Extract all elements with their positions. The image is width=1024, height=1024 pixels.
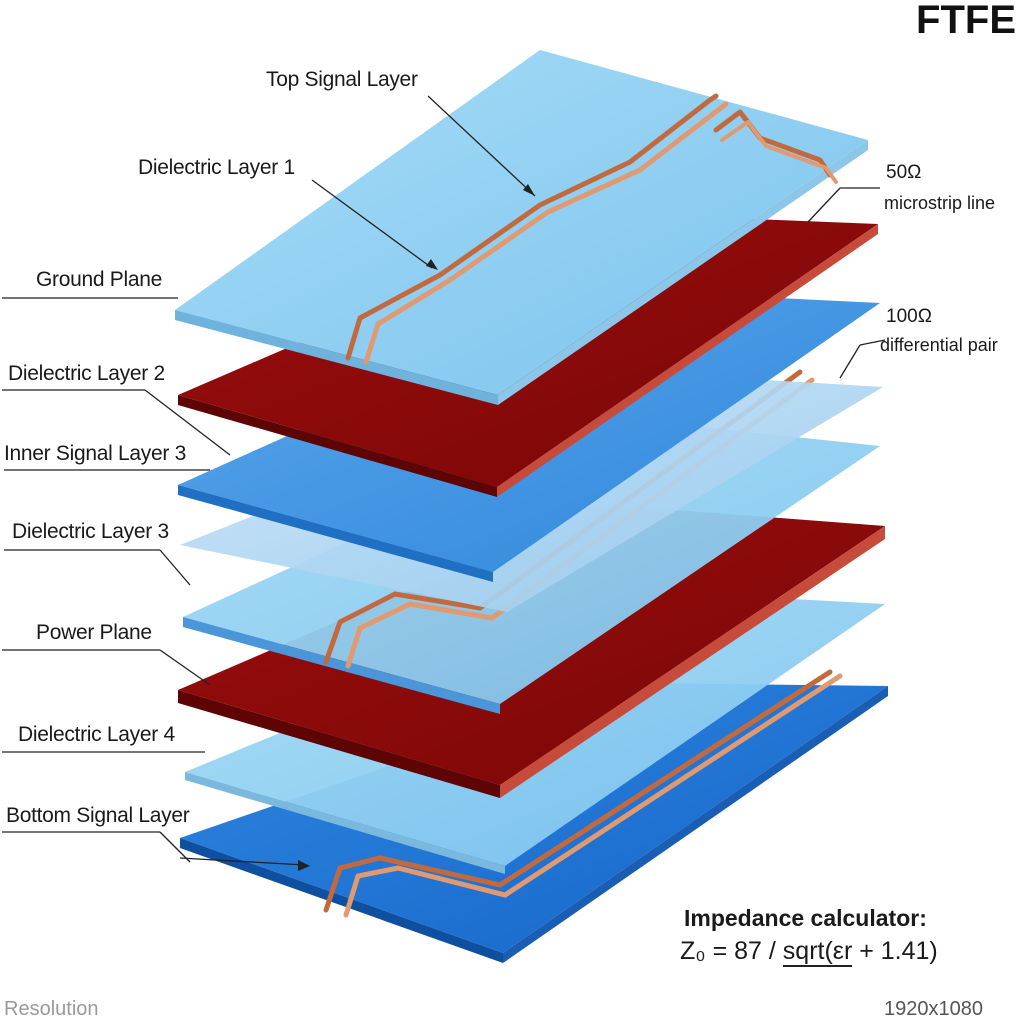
formula-term: sqrt(εr [782, 937, 853, 967]
label-dielectric-layer-1: Dielectric Layer 1 [138, 156, 295, 179]
label-power-plane: Power Plane [36, 621, 152, 644]
brand-logo-text: FTFE [916, 0, 1016, 42]
impedance-formula: Z₀ = 87 / sqrt(εr + 1.41) [680, 937, 938, 967]
impedance-calculator-title: Impedance calculator: [684, 905, 927, 931]
microstrip-description: microstrip line [884, 193, 996, 213]
footer-resolution-value: 1920x1080 [884, 998, 983, 1020]
microstrip-impedance-value: 50Ω [886, 162, 922, 183]
label-inner-signal-layer-3: Inner Signal Layer 3 [4, 442, 186, 465]
formula-suffix: + 1.41) [852, 937, 938, 965]
leader-lines [2, 95, 886, 866]
label-top-signal-layer: Top Signal Layer [266, 68, 418, 91]
bottom-signal-trace [323, 669, 843, 918]
footer-resolution-label: Resolution [4, 998, 99, 1020]
microstrip-trace [345, 93, 838, 365]
label-bottom-signal-layer: Bottom Signal Layer [6, 804, 190, 827]
label-dielectric-layer-2: Dielectric Layer 2 [8, 362, 165, 385]
diff-pair-description: differential pair [880, 335, 998, 355]
label-dielectric-layer-4: Dielectric Layer 4 [18, 723, 175, 746]
diff-pair-impedance-value: 100Ω [886, 306, 932, 327]
label-dielectric-layer-3: Dielectric Layer 3 [12, 520, 169, 543]
label-ground-plane: Ground Plane [36, 268, 162, 291]
leader-arrowheads [298, 184, 535, 871]
formula-prefix: Z₀ = 87 / [680, 937, 783, 965]
top-signal-layer-slab [175, 50, 868, 405]
